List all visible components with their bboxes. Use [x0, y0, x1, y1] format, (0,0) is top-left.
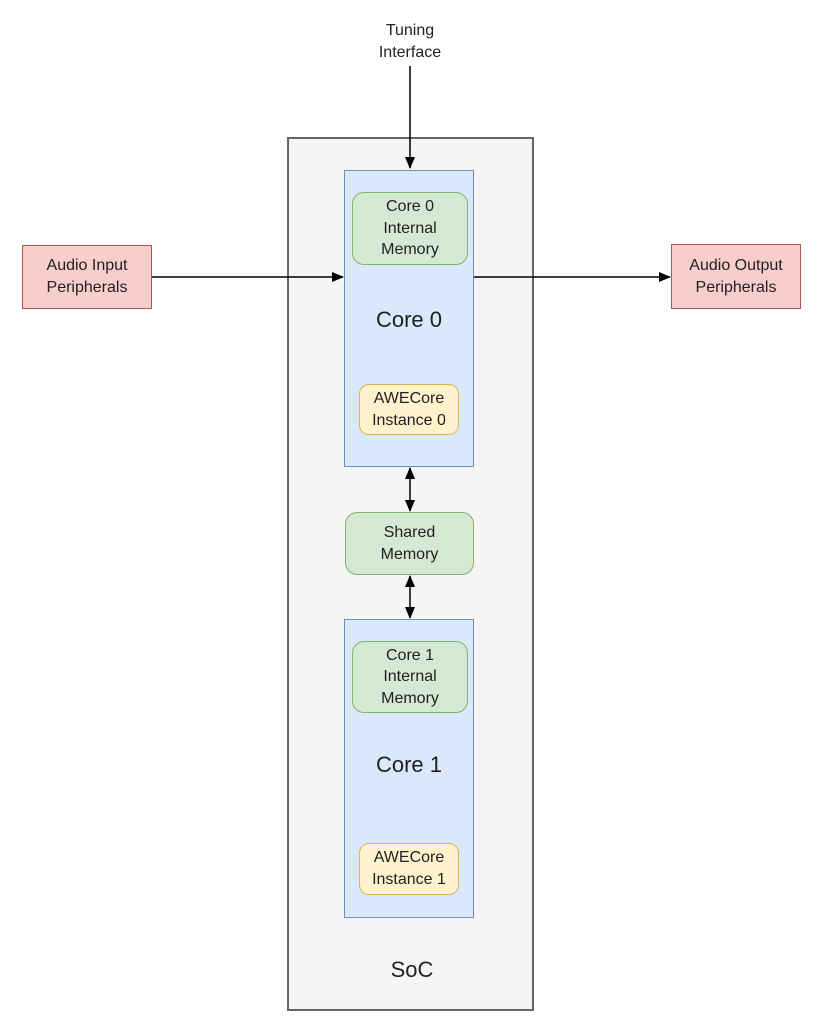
audio-output-peripherals-label: Audio Output Peripherals — [689, 256, 783, 296]
awecore-instance0-label: AWECore Instance 0 — [372, 389, 446, 429]
awecore-instance0-box: AWECore Instance 0 — [359, 384, 459, 435]
shared-memory-box: Shared Memory — [345, 512, 474, 575]
awecore-instance1-label: AWECore Instance 1 — [372, 849, 446, 888]
core0-internal-memory-label: Core 0 Internal Memory — [381, 198, 439, 259]
audio-output-peripherals-box: Audio Output Peripherals — [671, 244, 801, 309]
shared-memory-label: Shared Memory — [380, 523, 439, 563]
core0-title: Core 0 — [375, 307, 443, 332]
core1-internal-memory-box: Core 1 Internal Memory — [352, 641, 468, 713]
core0-internal-memory-box: Core 0 Internal Memory — [352, 192, 468, 265]
soc-label: SoC — [390, 957, 434, 982]
tuning-interface-label: Tuning Interface — [378, 22, 442, 61]
awecore-instance1-box: AWECore Instance 1 — [359, 843, 459, 895]
audio-input-peripherals-box: Audio Input Peripherals — [22, 245, 152, 309]
audio-input-peripherals-label: Audio Input Peripherals — [46, 257, 128, 296]
core1-title: Core 1 — [375, 752, 443, 777]
core1-internal-memory-label: Core 1 Internal Memory — [381, 646, 439, 707]
